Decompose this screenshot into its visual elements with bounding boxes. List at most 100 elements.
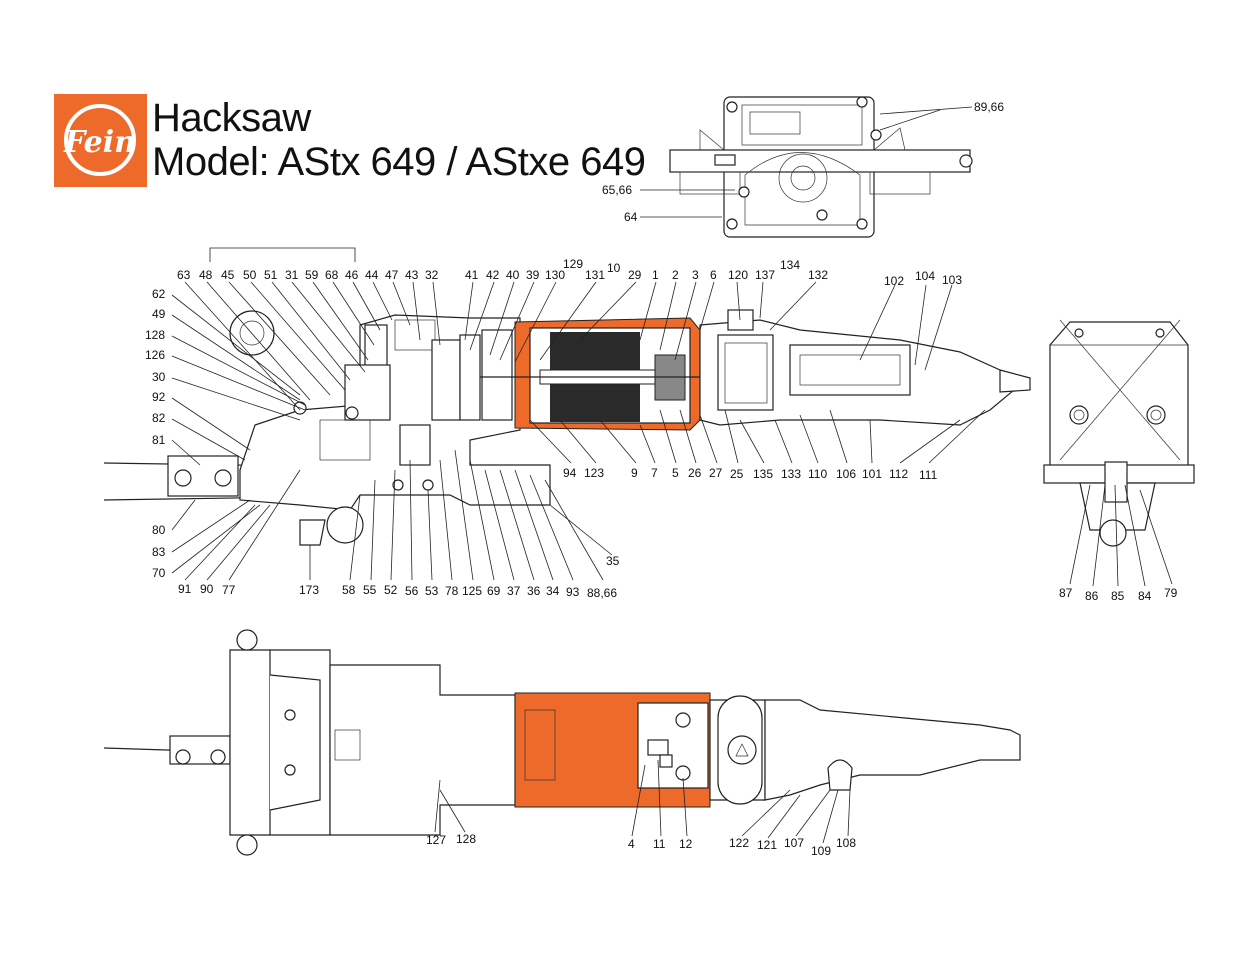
callout: 133	[781, 467, 801, 481]
callout: 87	[1059, 586, 1073, 600]
callout: 37	[507, 584, 521, 598]
callout: 64	[624, 210, 638, 224]
callout: 91	[178, 582, 192, 596]
plan-view-drawing	[103, 629, 1021, 856]
callout: 58	[342, 583, 356, 597]
callout: 173	[299, 583, 319, 597]
title-block: Hacksaw Model: AStx 649 / AStxe 649	[152, 96, 646, 184]
callout: 47	[385, 268, 399, 282]
callout: 48	[199, 268, 213, 282]
callout: 130	[545, 268, 565, 282]
callout: 131	[585, 268, 605, 282]
callout: 49	[152, 307, 166, 321]
callout: 107	[784, 836, 804, 850]
page-title: Hacksaw	[152, 96, 311, 140]
callout: 42	[486, 268, 500, 282]
callout: 108	[836, 836, 856, 850]
callout: 69	[487, 584, 501, 598]
top-view-labels: 89,66 65,66 64	[602, 100, 1004, 224]
callout: 62	[152, 287, 166, 301]
callout: 84	[1138, 589, 1152, 603]
fein-logo-mark: Fein	[63, 104, 136, 176]
callout: 109	[811, 844, 831, 858]
callout: 79	[1164, 586, 1178, 600]
callout: 51	[264, 268, 278, 282]
fein-logo: Fein	[54, 94, 147, 187]
callout: 45	[221, 268, 235, 282]
callout: 103	[942, 273, 962, 287]
callout: 104	[915, 269, 935, 283]
callout: 1	[652, 268, 659, 282]
callout: 102	[884, 274, 904, 288]
callout: 9	[631, 466, 638, 480]
callout: 41	[465, 268, 479, 282]
callout: 128	[145, 328, 165, 342]
callout: 89,66	[974, 100, 1004, 114]
callout: 90	[200, 582, 214, 596]
end-view-labels: 87 86 85 84 79	[1059, 586, 1178, 603]
callout: 52	[384, 583, 398, 597]
callout: 29	[628, 268, 642, 282]
callout: 39	[526, 268, 540, 282]
callout: 50	[243, 268, 257, 282]
plan-view-labels: 127 128 4 11 12 122 121 107 109 108	[426, 832, 856, 858]
plan-view-leaders	[434, 759, 851, 844]
callout: 59	[305, 268, 319, 282]
callout: 88,66	[587, 586, 617, 600]
callout: 2	[672, 268, 679, 282]
callout: 86	[1085, 589, 1099, 603]
callout: 126	[145, 348, 165, 362]
callout: 70	[152, 566, 166, 580]
callout: 81	[152, 433, 166, 447]
top-view-drawing	[640, 96, 973, 238]
callout: 4	[628, 837, 635, 851]
logo-text: Fein	[63, 125, 136, 160]
callout: 134	[780, 258, 800, 272]
callout: 53	[425, 584, 439, 598]
callout: 128	[456, 832, 476, 846]
callout: 30	[152, 370, 166, 384]
end-view-leaders	[1069, 484, 1173, 587]
callout: 11	[653, 837, 666, 851]
callout: 137	[755, 268, 775, 282]
callout: 55	[363, 583, 377, 597]
callout: 46	[345, 268, 359, 282]
callout: 93	[566, 585, 580, 599]
callout: 3	[692, 268, 699, 282]
callout: 112	[889, 467, 908, 481]
callout: 5	[672, 466, 679, 480]
callout: 25	[730, 467, 744, 481]
callout: 7	[651, 466, 658, 480]
callout: 122	[729, 836, 749, 850]
callout: 78	[445, 584, 459, 598]
callout: 77	[222, 583, 236, 597]
callout: 68	[325, 268, 339, 282]
callout: 106	[836, 467, 856, 481]
side-section-drawing	[103, 309, 1031, 546]
callout: 121	[757, 838, 777, 852]
callout: 6	[710, 268, 717, 282]
callout: 26	[688, 466, 702, 480]
callout: 125	[462, 584, 482, 598]
callout: 27	[709, 466, 723, 480]
callout: 132	[808, 268, 828, 282]
callout: 92	[152, 390, 166, 404]
callout: 135	[753, 467, 773, 481]
callout: 94	[563, 466, 577, 480]
callout: 35	[606, 554, 620, 568]
side-section-labels: 129 10 134 63 48 45 50 51 31 59 68 46 44…	[145, 257, 962, 600]
callout: 36	[527, 584, 541, 598]
callout: 44	[365, 268, 379, 282]
callout: 80	[152, 523, 166, 537]
callout: 56	[405, 584, 419, 598]
stator-lamination	[539, 332, 686, 422]
callout: 101	[862, 467, 882, 481]
side-section-leaders	[171, 247, 986, 581]
callout: 83	[152, 545, 166, 559]
callout: 40	[506, 268, 520, 282]
callout: 123	[584, 466, 604, 480]
callout: 31	[285, 268, 299, 282]
callout: 129	[563, 257, 583, 271]
callout: 10	[607, 261, 621, 275]
